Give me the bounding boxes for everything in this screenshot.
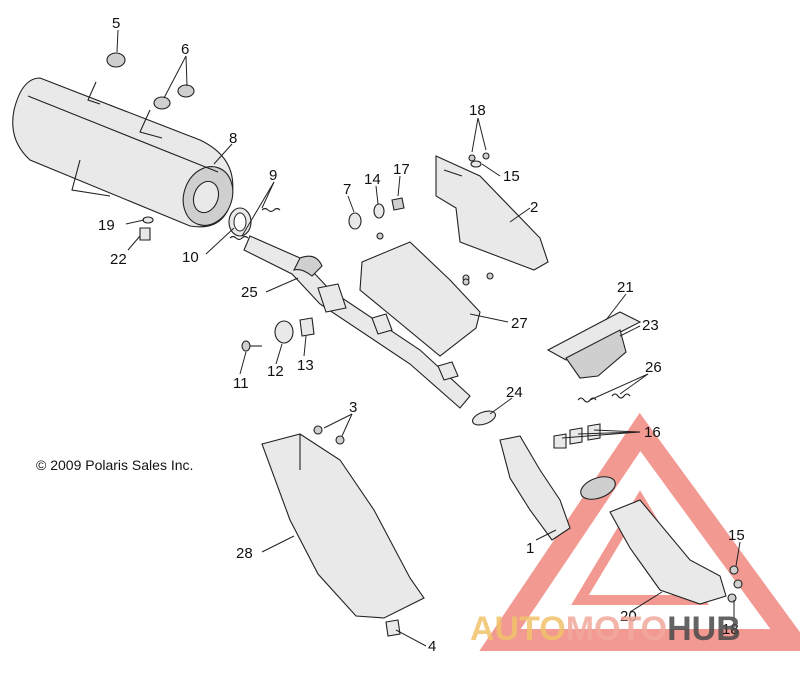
callout-22: 22: [110, 251, 127, 268]
callout-21: 21: [617, 279, 634, 296]
callout-9: 9: [269, 167, 277, 184]
bracket-2: [435, 155, 549, 271]
callout-18-right: 18: [722, 621, 739, 638]
heat-shield-28: [261, 433, 425, 619]
spacer-13: [299, 317, 315, 337]
callout-18-top: 18: [469, 102, 486, 119]
fasteners-18-15-top: [462, 152, 494, 286]
leader-lines: [116, 29, 741, 647]
header-pipe-1: [499, 435, 616, 541]
washer-14: [373, 203, 385, 219]
callout-14: 14: [364, 171, 381, 188]
callout-13: 13: [297, 357, 314, 374]
fasteners-3: [313, 425, 345, 445]
callout-24: 24: [506, 384, 523, 401]
gasket-24: [471, 410, 497, 426]
callout-4: 4: [428, 638, 436, 655]
mid-pipe-25: [243, 235, 471, 409]
callout-20: 20: [620, 608, 637, 625]
grommet-5: [106, 52, 126, 68]
heat-shield-27: [359, 232, 481, 357]
flange-23: [565, 329, 627, 379]
nut-17: [391, 197, 405, 211]
watermark-word-hub: HUB: [667, 610, 741, 648]
callout-labels: 5 6 8 9 7 14 17 18 15 2 19 22 10 25 27 2…: [98, 15, 745, 655]
muffler: [12, 77, 234, 228]
watermark-wordmark: AUTOMOTOHUB: [470, 610, 741, 648]
callout-15-top: 15: [503, 168, 520, 185]
callout-12: 12: [267, 363, 284, 380]
callout-6: 6: [181, 41, 189, 58]
callout-19: 19: [98, 217, 115, 234]
spacer-12: [274, 320, 294, 344]
callout-7: 7: [343, 181, 351, 198]
callout-23: 23: [642, 317, 659, 334]
callout-16: 16: [644, 424, 661, 441]
callout-5: 5: [112, 15, 120, 32]
gasket-21: [546, 311, 642, 361]
springs-26: [577, 393, 631, 403]
callout-25: 25: [241, 284, 258, 301]
washer-7: [348, 212, 362, 230]
callout-10: 10: [182, 249, 199, 266]
washer-19: [142, 216, 154, 224]
callout-15-right: 15: [728, 527, 745, 544]
watermark-triangle: [479, 412, 800, 651]
bolt-4: [385, 619, 401, 637]
grommets-6: [153, 84, 195, 110]
callout-26: 26: [645, 359, 662, 376]
springs-9: [229, 207, 281, 241]
manifold-20: [609, 499, 727, 605]
callout-1: 1: [526, 540, 534, 557]
bolt-11: [241, 340, 262, 352]
callout-28: 28: [236, 545, 253, 562]
callout-2: 2: [530, 199, 538, 216]
watermark-word-auto: AUTO: [470, 610, 566, 648]
watermark-word-moto: MOTO: [566, 610, 667, 648]
gasket-10: [228, 207, 252, 237]
svg-text:AUTOMOTOHUB: AUTOMOTOHUB: [470, 610, 741, 648]
callout-8: 8: [229, 130, 237, 147]
bolt-22: [139, 227, 151, 241]
callout-3: 3: [349, 399, 357, 416]
callout-17: 17: [393, 161, 410, 178]
callout-27: 27: [511, 315, 528, 332]
copyright-notice: © 2009 Polaris Sales Inc.: [36, 457, 193, 473]
callout-11: 11: [233, 375, 249, 392]
